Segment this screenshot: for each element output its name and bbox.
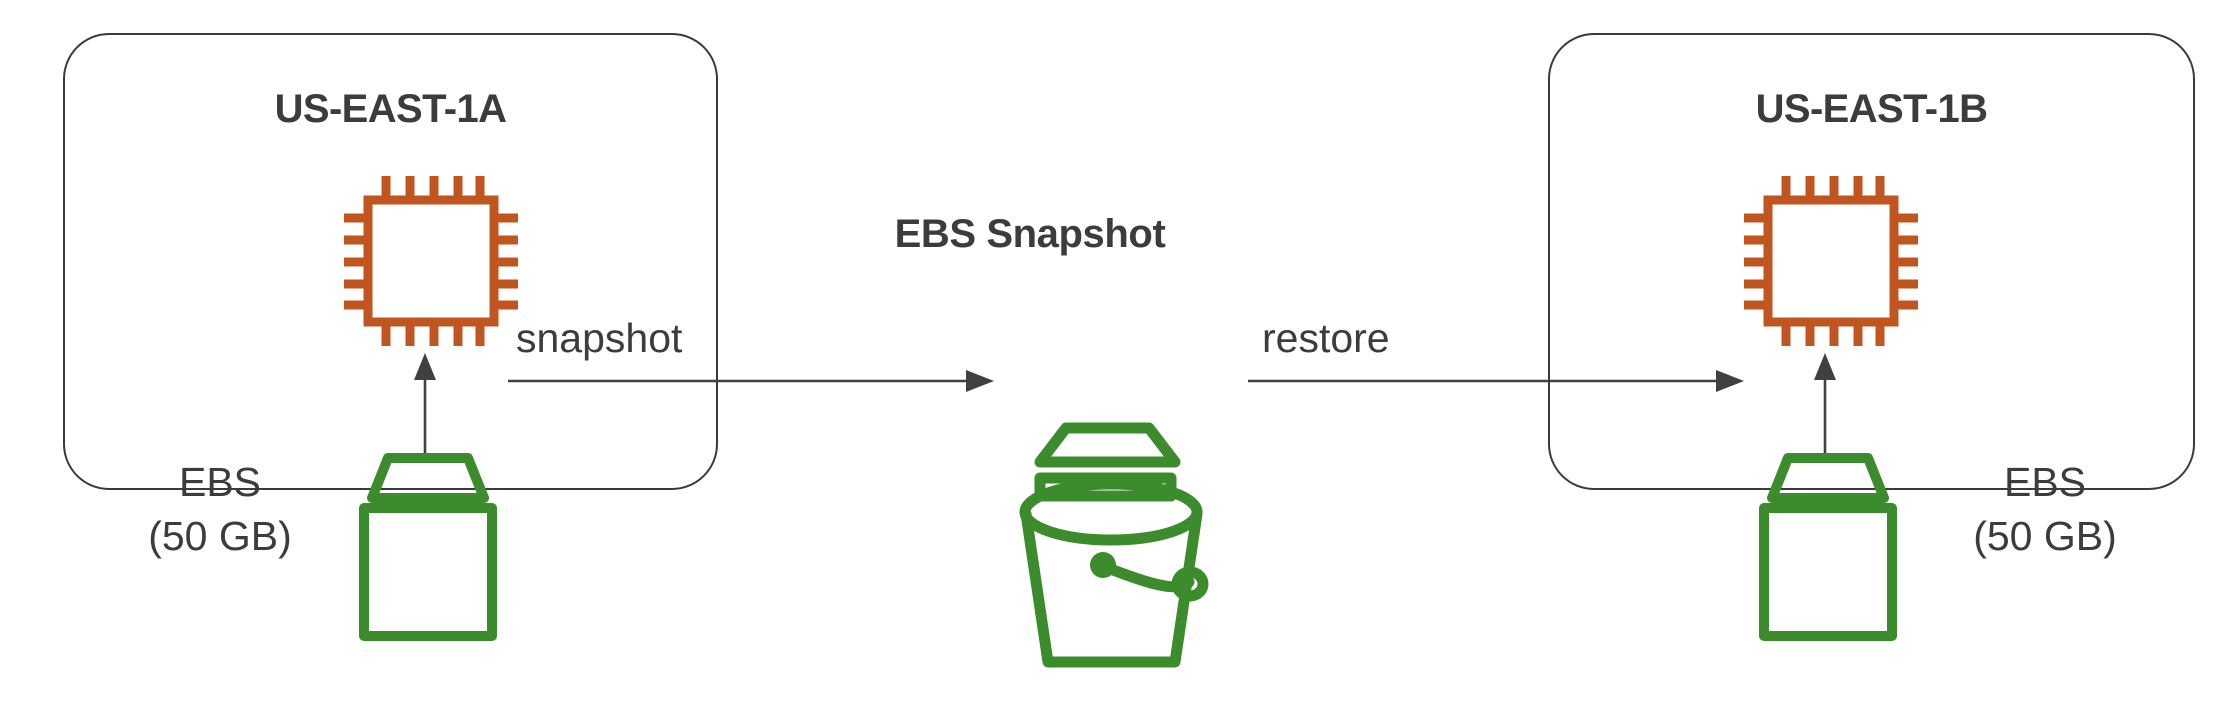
ebs-volume-label-right: EBS (50 GB) [1930, 455, 2160, 563]
snapshot-bucket-icon [1003, 404, 1225, 694]
volume-to-instance-arrow-left [412, 352, 438, 462]
ebs-volume-label-right-line1: EBS [2003, 459, 2087, 505]
cpu-chip-icon-right [1738, 172, 1924, 350]
ebs-volume-label-left: EBS (50 GB) [105, 455, 335, 563]
availability-zone-title-left: US-EAST-1A [274, 87, 507, 131]
snapshot-edge-label: snapshot [516, 315, 683, 361]
snapshot-edge-arrow [508, 366, 998, 396]
cpu-chip-icon [338, 172, 524, 350]
ebs-volume-label-left-line1: EBS [178, 459, 262, 505]
ebs-volume-label-left-line2: (50 GB) [148, 513, 292, 560]
ebs-snapshot-title: EBS Snapshot [894, 212, 1166, 256]
availability-zone-us-east-1a: US-EAST-1A [63, 33, 718, 490]
availability-zone-us-east-1b: US-EAST-1B [1548, 33, 2195, 490]
restore-edge-label: restore [1262, 315, 1390, 361]
ebs-volume-icon-left [350, 452, 506, 642]
restore-edge-arrow [1248, 366, 1748, 396]
ebs-volume-icon-right [1750, 452, 1906, 642]
availability-zone-title-right: US-EAST-1B [1755, 87, 1988, 131]
ebs-volume-label-right-line2: (50 GB) [1973, 513, 2117, 560]
volume-to-instance-arrow-right [1812, 352, 1838, 462]
